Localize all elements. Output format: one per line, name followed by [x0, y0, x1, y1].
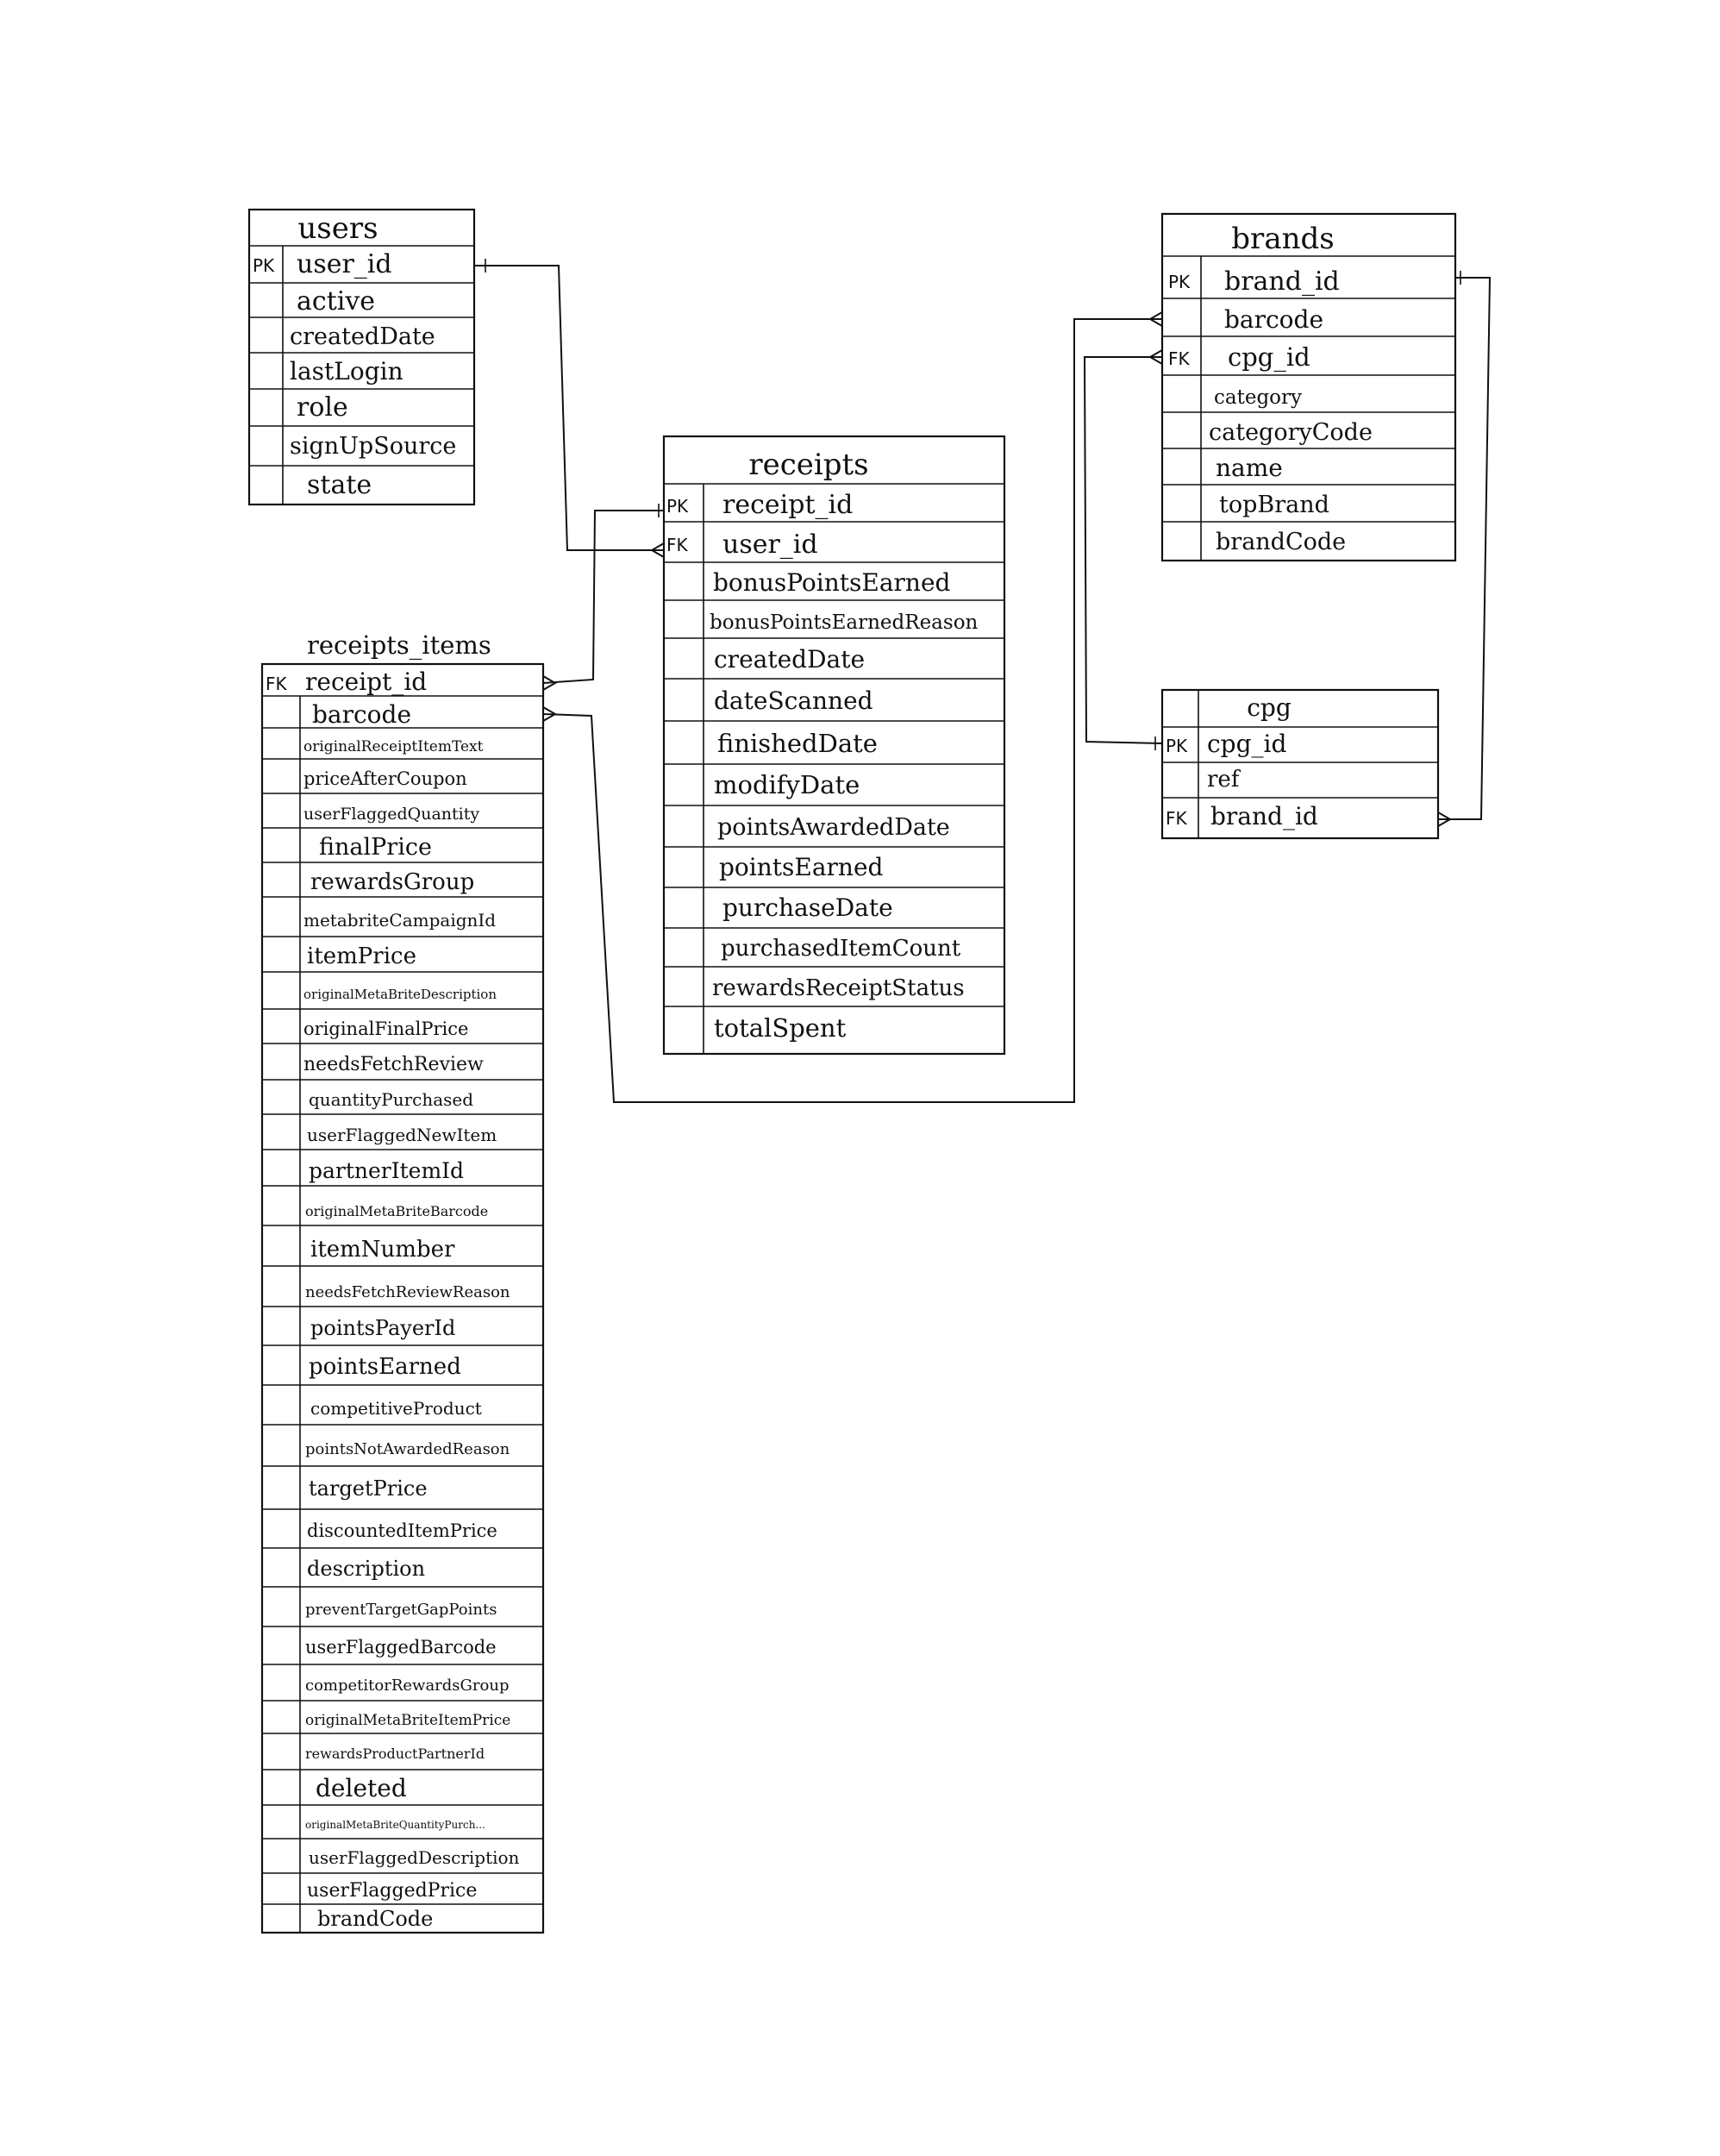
- field-name: createdDate: [714, 645, 865, 674]
- table-title: users: [297, 211, 378, 246]
- field-name: totalSpent: [714, 1013, 847, 1043]
- table-title: receipts: [748, 448, 868, 482]
- table-title: receipts_items: [307, 630, 491, 661]
- field-name: receipt_id: [305, 667, 427, 696]
- field-name: partnerItemId: [309, 1158, 464, 1183]
- field-name: bonusPointsEarned: [713, 568, 951, 597]
- field-name: brandCode: [317, 1907, 433, 1931]
- rel-brands-cpg: [1083, 349, 1163, 750]
- field-name: user_id: [722, 530, 818, 560]
- field-name: needsFetchReviewReason: [305, 1283, 510, 1301]
- field-name: signUpSource: [290, 433, 456, 460]
- rel-users-receipts: [474, 259, 665, 558]
- field-name: needsFetchReview: [303, 1054, 484, 1075]
- key-badge: FK: [1166, 808, 1188, 829]
- table-receipts-items: receipts_items F: [260, 630, 545, 1934]
- field-name: preventTargetGapPoints: [305, 1601, 497, 1619]
- field-name: user_id: [297, 249, 392, 279]
- field-name: userFlaggedBarcode: [305, 1637, 497, 1658]
- table-receipts: receipts PK receipt_id FK user_id bonusP…: [662, 435, 1006, 1056]
- field-name: role: [297, 392, 348, 423]
- field-name: competitorRewardsGroup: [305, 1677, 509, 1695]
- field-name: ref: [1207, 767, 1242, 793]
- field-name: originalMetaBriteItemPrice: [305, 1712, 510, 1729]
- field-name: description: [307, 1557, 425, 1581]
- field-name: pointsAwardedDate: [717, 814, 950, 841]
- field-name: userFlaggedDescription: [309, 1847, 520, 1868]
- relationships: [474, 259, 1492, 1103]
- field-name: pointsNotAwardedReason: [305, 1440, 510, 1458]
- rel-receipts-items: [542, 504, 664, 691]
- field-name: brandCode: [1216, 529, 1346, 555]
- field-name: pointsEarned: [719, 853, 884, 881]
- field-name: userFlaggedQuantity: [303, 805, 479, 824]
- field-name: lastLogin: [290, 357, 403, 385]
- field-name: dateScanned: [714, 686, 873, 715]
- field-name: barcode: [312, 700, 411, 729]
- field-name: rewardsGroup: [310, 869, 474, 895]
- table-users: users PK user_id active createdDate last…: [247, 208, 476, 506]
- field-name: name: [1216, 454, 1283, 482]
- field-name: originalReceiptItemText: [303, 738, 484, 755]
- field-name: deleted: [316, 1774, 407, 1802]
- key-badge: PK: [253, 255, 275, 276]
- field-name: modifyDate: [714, 770, 860, 799]
- key-badge: FK: [266, 674, 288, 694]
- field-name: purchasedItemCount: [721, 936, 961, 962]
- field-name: rewardsReceiptStatus: [712, 975, 965, 1001]
- field-name: originalMetaBriteDescription: [303, 987, 497, 1002]
- rel-cpg-brands: [1437, 271, 1492, 827]
- field-name: cpg_id: [1228, 342, 1310, 373]
- field-name: originalFinalPrice: [303, 1018, 468, 1039]
- field-name: cpg_id: [1207, 730, 1286, 758]
- key-badge: FK: [666, 535, 689, 555]
- field-name: userFlaggedNewItem: [307, 1125, 497, 1145]
- field-name: createdDate: [290, 323, 435, 350]
- field-name: priceAfterCoupon: [303, 768, 467, 789]
- key-badge: PK: [1166, 736, 1188, 756]
- key-badge: FK: [1168, 348, 1191, 369]
- key-badge: PK: [1168, 272, 1191, 292]
- table-title: cpg: [1247, 693, 1292, 722]
- field-name: topBrand: [1219, 492, 1329, 518]
- field-name: finishedDate: [717, 729, 878, 758]
- field-name: itemPrice: [307, 943, 416, 969]
- field-name: bonusPointsEarnedReason: [710, 611, 979, 634]
- field-name: finalPrice: [319, 834, 432, 861]
- field-name: pointsEarned: [309, 1354, 461, 1380]
- field-name: competitiveProduct: [310, 1398, 482, 1419]
- field-name: barcode: [1224, 305, 1323, 334]
- field-name: brand_id: [1224, 266, 1340, 297]
- rel-items-brands-barcode: [542, 311, 1163, 1103]
- field-name: targetPrice: [309, 1476, 428, 1501]
- table-title: brands: [1231, 222, 1334, 256]
- field-name: receipt_id: [722, 490, 853, 520]
- field-name: originalMetaBriteBarcode: [305, 1203, 488, 1219]
- field-name: userFlaggedPrice: [307, 1880, 477, 1902]
- field-name: state: [307, 470, 372, 500]
- field-name: pointsPayerId: [310, 1316, 455, 1340]
- field-name: purchaseDate: [722, 893, 893, 922]
- field-name: metabriteCampaignId: [303, 910, 496, 931]
- table-cpg: cpg PK cpg_id ref FK brand_id: [1160, 688, 1440, 840]
- field-name: categoryCode: [1209, 419, 1373, 446]
- field-name: brand_id: [1210, 802, 1318, 830]
- field-name: discountedItemPrice: [307, 1520, 497, 1541]
- field-name: originalMetaBriteQuantityPurch...: [305, 1819, 485, 1831]
- key-badge: PK: [666, 496, 689, 517]
- field-name: itemNumber: [310, 1237, 455, 1263]
- field-name: rewardsProductPartnerId: [305, 1745, 485, 1762]
- table-brands: brands PK brand_id barcode FK cpg_id cat…: [1160, 212, 1457, 562]
- field-name: active: [297, 286, 375, 317]
- field-name: quantityPurchased: [309, 1089, 473, 1110]
- field-name: category: [1214, 386, 1302, 409]
